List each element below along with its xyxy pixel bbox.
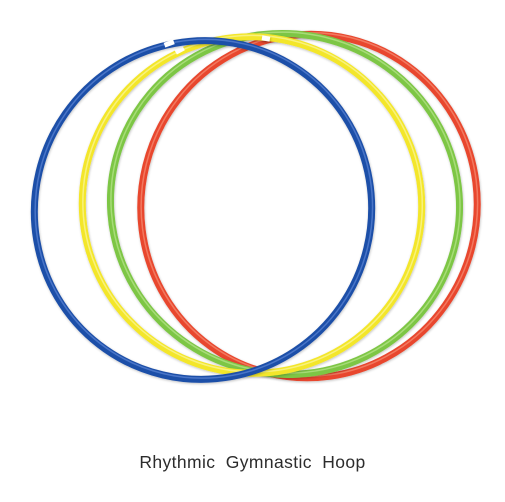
blue-hoop (30, 35, 376, 383)
tape-mark (261, 35, 271, 42)
yellow-hoop (78, 33, 426, 377)
tape-mark (174, 45, 185, 55)
tape-mark (163, 39, 175, 48)
hoops-illustration (30, 30, 481, 383)
green-hoop (106, 30, 464, 378)
product-caption: Rhythmic Gymnastic Hoop (139, 452, 366, 472)
